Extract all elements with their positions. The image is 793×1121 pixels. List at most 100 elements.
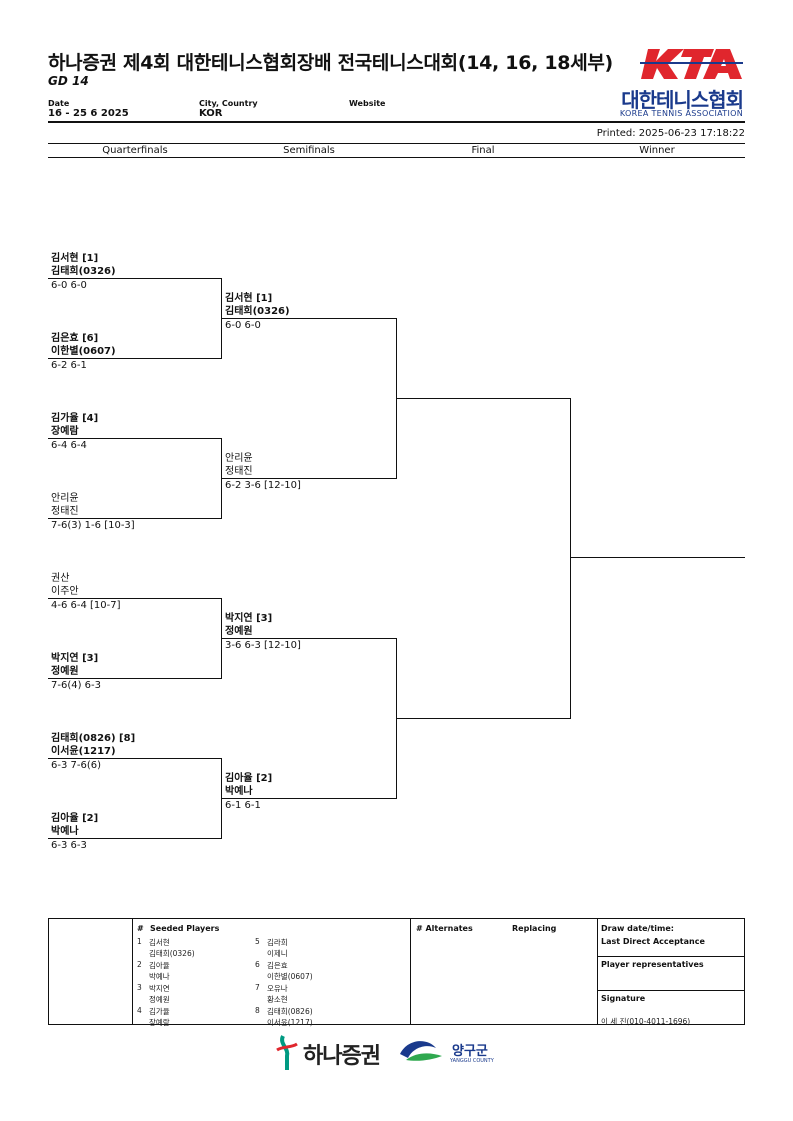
seed-number: 8 bbox=[255, 1006, 260, 1015]
bracket-line bbox=[48, 518, 222, 519]
quarterfinals-entry: 김가율 [4] 장예람 bbox=[51, 412, 98, 438]
player-1-name: 안리윤 bbox=[225, 453, 253, 464]
quarterfinals-entry: 김서현 [1] 김태희(0326) bbox=[51, 252, 116, 278]
player-2-name: 정예원 bbox=[51, 666, 79, 677]
yanggu-logo-text: 양구군 bbox=[452, 1044, 488, 1059]
semifinals-entry: 박지연 [3]정예원 bbox=[225, 612, 272, 638]
player-1-name: 김은효 [6] bbox=[51, 333, 99, 344]
bracket-line bbox=[48, 278, 222, 279]
player-1-name: 김아율 [2] bbox=[225, 773, 273, 784]
rounds-bottom-rule bbox=[48, 157, 745, 158]
alternates-title: # Alternates bbox=[416, 924, 473, 933]
seed-player-1: 김은효 bbox=[267, 961, 288, 970]
bracket-line bbox=[222, 638, 396, 639]
bracket-line bbox=[48, 358, 222, 359]
bracket-connector bbox=[570, 398, 571, 719]
city-value: KOR bbox=[199, 108, 223, 119]
player-2-name: 이한별(0607) bbox=[51, 346, 116, 357]
player-1-name: 박지연 [3] bbox=[51, 653, 99, 664]
seed-number: 3 bbox=[137, 983, 142, 992]
round-semifinals: Semifinals bbox=[283, 145, 335, 156]
bracket-line bbox=[222, 798, 396, 799]
player-1-name: 김아율 [2] bbox=[51, 813, 99, 824]
final-line bbox=[396, 718, 570, 719]
yanggu-logo-english: YANGGU COUNTY bbox=[450, 1058, 494, 1064]
round-winner: Winner bbox=[639, 145, 675, 156]
winner-line bbox=[570, 557, 745, 558]
semifinals-entry: 김아율 [2] 박예나 bbox=[225, 772, 272, 798]
bracket-line bbox=[48, 438, 222, 439]
signature-label: Signature bbox=[601, 994, 646, 1003]
seed-number: 5 bbox=[255, 937, 260, 946]
match-score: 7-6(3) 1-6 [10-3] bbox=[51, 520, 135, 531]
bracket-connector bbox=[221, 758, 222, 839]
bracket-connector bbox=[221, 278, 222, 359]
seed-player-1: 김가율 bbox=[149, 1007, 170, 1016]
seed-player-2: 박예나 bbox=[149, 972, 170, 981]
player-2-name: 박예나 bbox=[51, 826, 79, 837]
seed-number: 7 bbox=[255, 983, 260, 992]
bracket-line bbox=[48, 758, 222, 759]
city-label: City, Country bbox=[199, 99, 258, 108]
final-line bbox=[396, 398, 570, 399]
player-2-name: 장예람 bbox=[51, 426, 79, 437]
kta-logo-icon bbox=[640, 49, 743, 79]
bracket-line bbox=[48, 838, 222, 839]
bracket-connector bbox=[221, 598, 222, 679]
match-score: 6-3 7-6(6) bbox=[51, 760, 102, 771]
match-score: 6-2 6-1 bbox=[51, 360, 87, 371]
seed-player-1: 김아율 bbox=[149, 961, 170, 970]
rounds-top-rule bbox=[48, 143, 745, 144]
seeded-players-title: Seeded Players bbox=[150, 924, 220, 933]
seed-number: 4 bbox=[137, 1006, 142, 1015]
seed-player-2: 장예람 bbox=[149, 1018, 170, 1027]
match-score: 4-6 6-4 [10-7] bbox=[51, 600, 121, 611]
player-2-name: 박예나 bbox=[225, 786, 253, 797]
player-2-name: 이주안 bbox=[51, 586, 79, 597]
kta-name-korean: 대한테니스협회 bbox=[621, 88, 744, 112]
seed-player-1: 김서현 bbox=[149, 938, 170, 947]
seed-player-2: 정예원 bbox=[149, 995, 170, 1004]
player-1-name: 김서현 [1] bbox=[51, 253, 99, 264]
match-score: 7-6(4) 6-3 bbox=[51, 680, 102, 691]
player-1-name: 김서현 [1] bbox=[225, 293, 273, 304]
bracket-line bbox=[48, 678, 222, 679]
kta-name-english: KOREA TENNIS ASSOCIATION bbox=[619, 109, 743, 118]
last-direct-label: Last Direct Acceptance bbox=[601, 937, 705, 946]
hana-securities-logo-icon bbox=[276, 1035, 298, 1070]
header-rule bbox=[48, 121, 745, 123]
quarterfinals-entry: 김태희(0826) [8]이서윤(1217) bbox=[51, 732, 135, 758]
player-2-name: 김태희(0326) bbox=[225, 306, 290, 317]
bracket-connector bbox=[221, 438, 222, 519]
bracket-line bbox=[222, 478, 396, 479]
match-score: 6-2 3-6 [12-10] bbox=[225, 480, 301, 491]
player-2-name: 정태진 bbox=[51, 506, 79, 517]
seed-player-2: 이제니 bbox=[267, 949, 288, 958]
signature-value: 이 세 진(010-4011-1696) bbox=[601, 1017, 691, 1026]
player-2-name: 정태진 bbox=[225, 466, 253, 477]
footer-box bbox=[48, 918, 745, 1025]
seed-player-1: 오유나 bbox=[267, 984, 288, 993]
hana-logo-text: 하나증권 bbox=[303, 1044, 381, 1069]
match-score: 6-1 6-1 bbox=[225, 800, 261, 811]
round-final: Final bbox=[471, 145, 495, 156]
date-label: Date bbox=[48, 99, 70, 108]
player-1-name: 권산 bbox=[51, 573, 70, 584]
match-score: 6-4 6-4 bbox=[51, 440, 87, 451]
seed-number: 1 bbox=[137, 937, 142, 946]
bracket-line bbox=[222, 318, 396, 319]
player-2-name: 이서윤(1217) bbox=[51, 746, 116, 757]
printed-timestamp: Printed: 2025-06-23 17:18:22 bbox=[596, 128, 745, 139]
player-reps-label: Player representatives bbox=[601, 960, 704, 969]
bracket-line bbox=[48, 598, 222, 599]
player-1-name: 김가율 [4] bbox=[51, 413, 99, 424]
player-2-name: 김태희(0326) bbox=[51, 266, 116, 277]
match-score: 6-0 6-0 bbox=[225, 320, 261, 331]
yanggu-logo-icon bbox=[400, 1041, 442, 1061]
website-label: Website bbox=[349, 99, 386, 108]
date-value: 16 - 25 6 2025 bbox=[48, 108, 129, 119]
seed-player-1: 박지연 bbox=[149, 984, 170, 993]
player-1-name: 안리윤 bbox=[51, 493, 79, 504]
match-score: 6-3 6-3 bbox=[51, 840, 87, 851]
